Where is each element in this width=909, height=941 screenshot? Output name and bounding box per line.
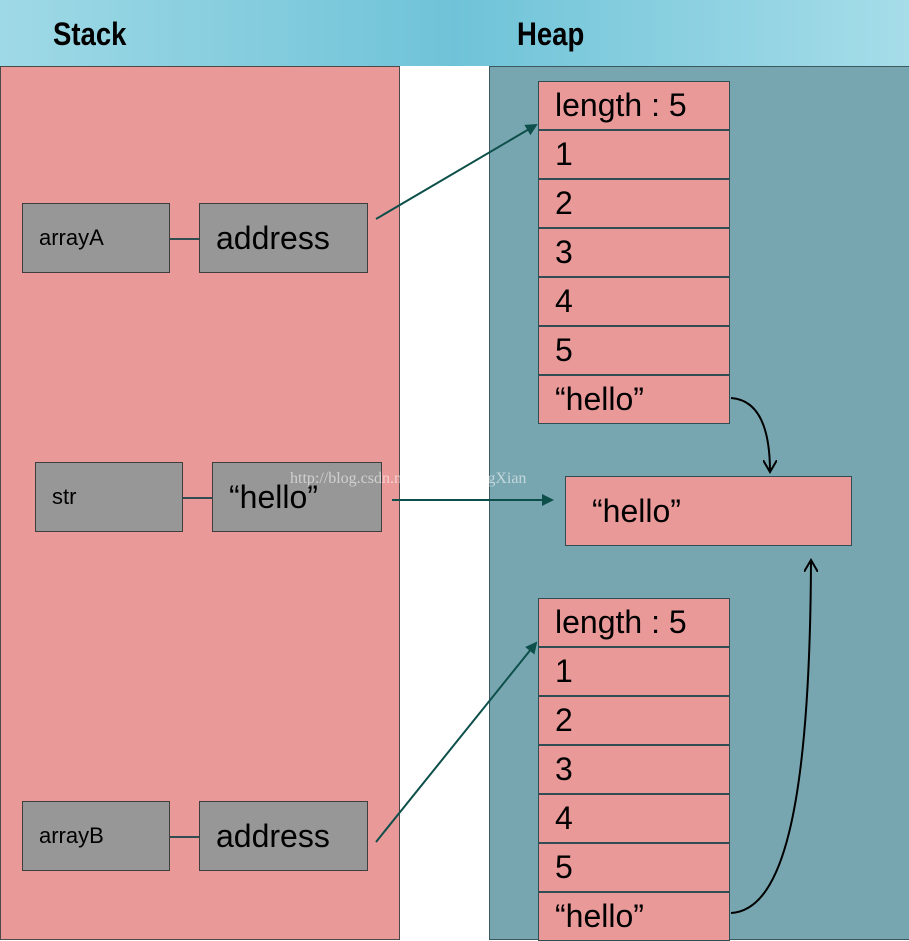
arrayB-pointer-arrow	[375, 641, 538, 843]
array-a-cell-1: 1	[538, 130, 730, 179]
arrayB-reference: address	[199, 801, 368, 871]
array-a-cell-4: 4	[538, 277, 730, 326]
array-a-cell-2: 2	[538, 179, 730, 228]
arrayB-variable: arrayB	[22, 801, 170, 871]
heap-title: Heap	[517, 16, 585, 52]
array-a-hello-ref-arrow	[730, 397, 770, 472]
array-b-cell-3: 3	[538, 745, 730, 794]
arrayA-reference: address	[199, 203, 368, 273]
array-a-cell-length: length : 5	[538, 81, 730, 130]
array-a-cell-3: 3	[538, 228, 730, 277]
str-variable: str	[35, 462, 183, 532]
str-reference: “hello”	[212, 462, 382, 532]
arrayA-variable: arrayA	[22, 203, 170, 273]
header-banner	[0, 0, 909, 66]
array-a-cell-hello: “hello”	[538, 375, 730, 424]
array-a-cell-5: 5	[538, 326, 730, 375]
array-b-cell-1: 1	[538, 647, 730, 696]
array-b-hello-ref-arrow	[730, 560, 811, 914]
stack-title: Stack	[53, 16, 127, 52]
array-b-cell-4: 4	[538, 794, 730, 843]
array-b-cell-5: 5	[538, 843, 730, 892]
arrayA-pointer-arrow	[375, 123, 538, 220]
watermark: http://blog.csdn.net/GongZhongXian	[290, 470, 527, 487]
array-b-cell-2: 2	[538, 696, 730, 745]
heap-string-object: “hello”	[565, 476, 852, 546]
array-b-cell-length: length : 5	[538, 598, 730, 647]
